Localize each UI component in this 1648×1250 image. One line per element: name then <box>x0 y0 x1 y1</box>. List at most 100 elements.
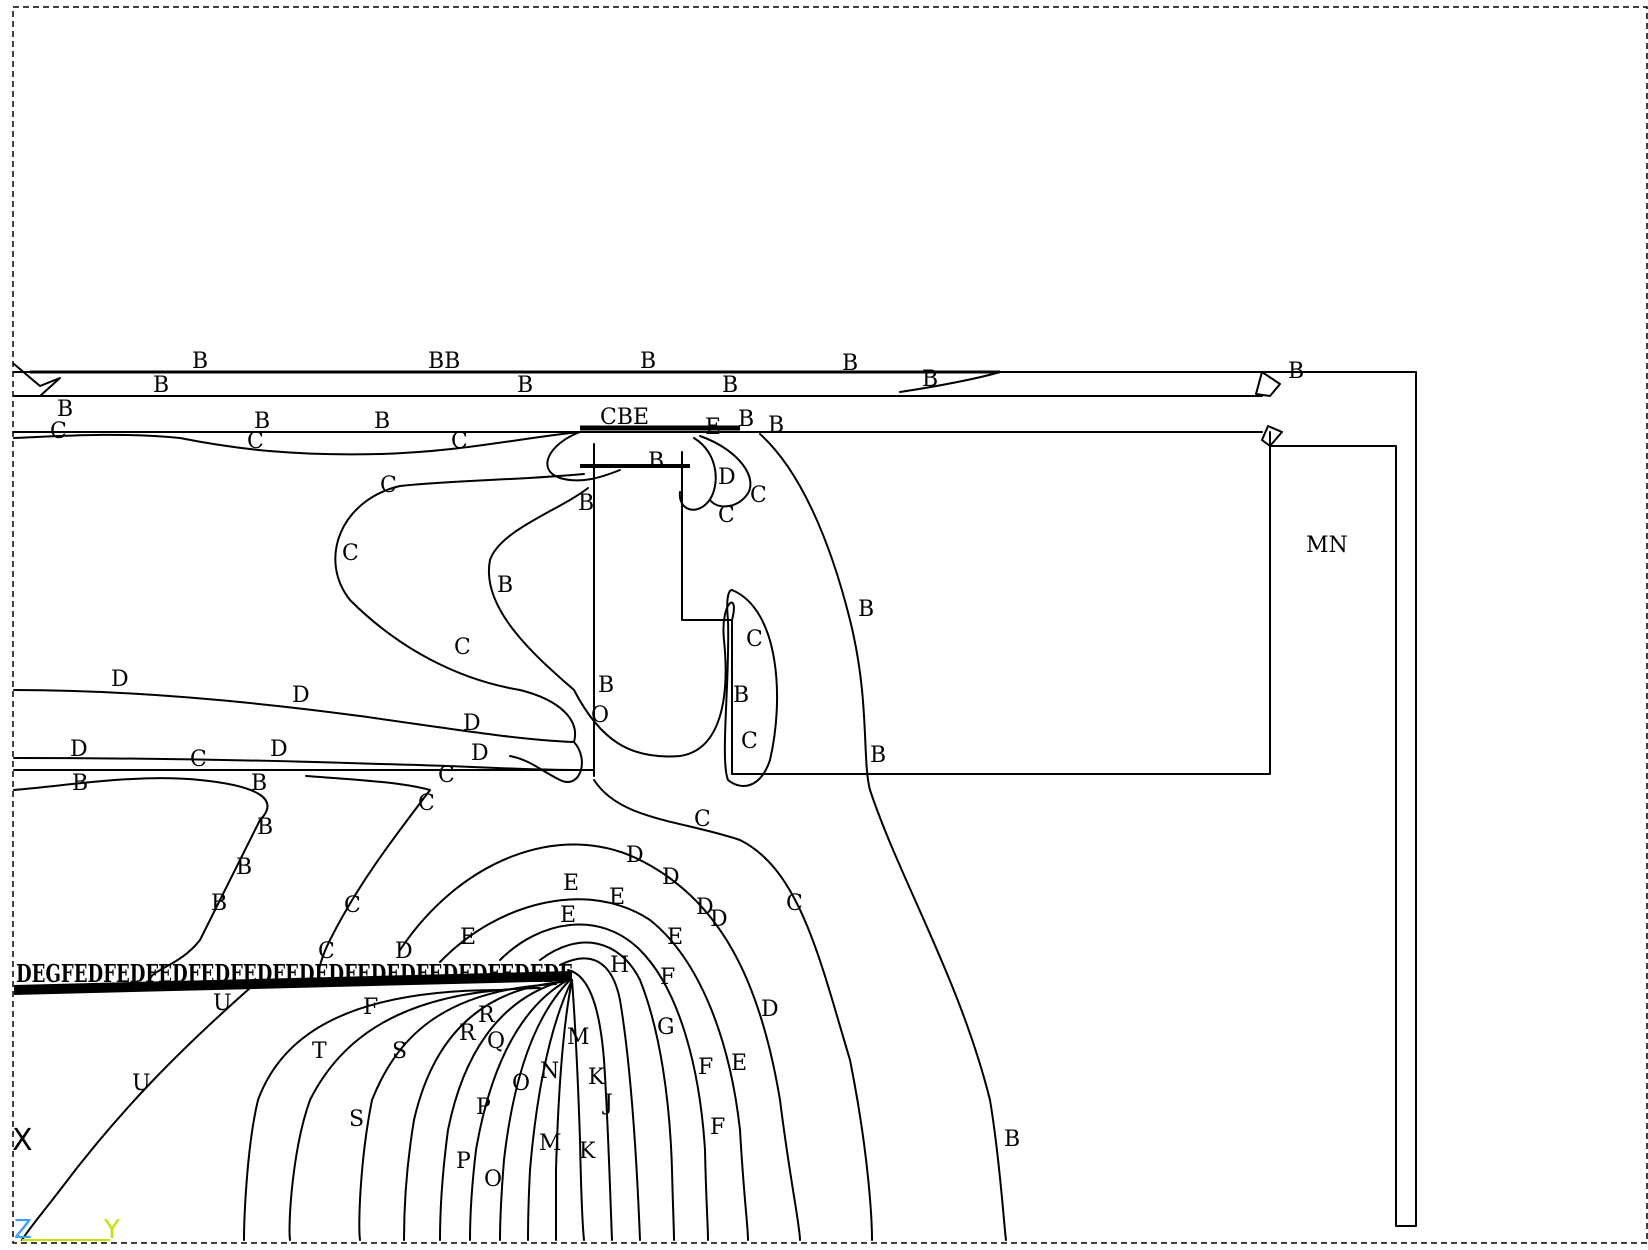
contour-label: C <box>451 429 468 454</box>
contour-label: S <box>392 1039 407 1064</box>
contour-label: D <box>710 907 728 932</box>
contour-label: C <box>50 419 67 444</box>
contour-label: O <box>591 703 609 728</box>
contour-label: B <box>738 407 754 432</box>
triad-z-label: Z <box>14 1215 32 1245</box>
contour-label: C <box>190 747 207 772</box>
contour-label: B <box>257 815 273 840</box>
contour-label: D <box>292 683 310 708</box>
contour-label: C <box>741 729 758 754</box>
contour-label: C <box>418 791 435 816</box>
contour-label: F <box>698 1055 713 1080</box>
contour-label: H <box>610 953 629 978</box>
contour-label: N <box>540 1059 559 1084</box>
contour-label: O <box>512 1071 530 1096</box>
contour-label: B <box>236 855 252 880</box>
contour-label: C <box>344 893 361 918</box>
contour-label: P <box>456 1149 471 1174</box>
contour-label: P <box>476 1095 491 1120</box>
contour-label: M <box>539 1131 562 1156</box>
contour-lines <box>13 371 1007 1241</box>
contour-label: D <box>395 939 413 964</box>
contour-label: C <box>247 429 264 454</box>
contour-label: B <box>1288 359 1304 384</box>
contour-label: R <box>478 1003 496 1028</box>
contour-label: D <box>718 465 736 490</box>
contour-label: C <box>380 473 397 498</box>
contour-label: K <box>588 1065 605 1090</box>
contour-label: D <box>696 895 714 920</box>
contour-label: B <box>1004 1127 1020 1152</box>
contour-label: T <box>312 1039 327 1064</box>
contour-label: E <box>560 903 576 928</box>
contour-label: B <box>578 491 594 516</box>
axis-triad: Z Y X <box>12 1123 120 1245</box>
contour-label: B <box>374 409 390 434</box>
contour-label: J <box>602 1091 613 1116</box>
contour-label: C <box>438 763 455 788</box>
contour-label: C <box>342 541 359 566</box>
contour-label: B <box>254 409 270 434</box>
contour-label: B <box>598 673 614 698</box>
contour-label: B <box>211 891 227 916</box>
contour-label: B <box>722 373 738 398</box>
contour-label: Q <box>487 1029 505 1054</box>
contour-label: BB <box>428 349 460 374</box>
contour-label: E <box>731 1051 747 1076</box>
contour-label: R <box>459 1021 477 1046</box>
contour-label: E <box>705 415 721 440</box>
contour-label: B <box>768 413 784 438</box>
contour-label: D <box>70 737 88 762</box>
contour-label: E <box>667 925 683 950</box>
contour-label: B <box>251 771 267 796</box>
contour-label: B <box>153 373 169 398</box>
triad-x-label: X <box>12 1123 33 1158</box>
contour-label: B <box>640 349 656 374</box>
model-outline <box>13 363 1417 1227</box>
contour-label: MN <box>1306 533 1348 558</box>
contour-label: C <box>454 635 471 660</box>
contour-label: D <box>626 843 644 868</box>
contour-label: D <box>111 667 129 692</box>
contour-label: B <box>870 743 886 768</box>
contour-label: B <box>733 683 749 708</box>
contour-label: C <box>786 891 803 916</box>
contour-label: U <box>132 1071 151 1096</box>
triad-y-label: Y <box>103 1215 120 1245</box>
contour-label: B <box>57 397 73 422</box>
contour-label: D <box>761 997 779 1022</box>
contour-label: B <box>192 349 208 374</box>
contour-label: C <box>318 939 335 964</box>
contour-label: S <box>349 1107 364 1132</box>
contour-label: B <box>517 373 533 398</box>
contour-label: C <box>750 483 767 508</box>
crack-row-labels: DEGFEDFEDFEDFEDFEDFEDEDFEDEDFEDEDFEDEDF <box>16 959 572 988</box>
contour-label: D <box>662 865 680 890</box>
contour-label: U <box>213 991 232 1016</box>
contour-label: B <box>922 367 938 392</box>
contour-label: G <box>657 1015 675 1040</box>
contour-label: C <box>746 627 763 652</box>
contour-label: B <box>842 351 858 376</box>
contour-label: E <box>563 871 579 896</box>
contour-label: K <box>579 1139 596 1164</box>
contour-label: F <box>710 1115 725 1140</box>
contour-label: C <box>718 503 735 528</box>
contour-label: B <box>497 573 513 598</box>
contour-label: M <box>567 1025 590 1050</box>
contour-label: E <box>609 885 625 910</box>
contour-label: C <box>694 807 711 832</box>
contour-label: O <box>484 1167 502 1192</box>
contour-label: CBE <box>600 405 649 430</box>
contour-label: D <box>270 737 288 762</box>
contour-label: E <box>460 925 476 950</box>
contour-label: B <box>858 597 874 622</box>
contour-label: B <box>72 771 88 796</box>
contour-label: B <box>648 449 664 474</box>
contour-label: D <box>463 711 481 736</box>
contour-label: F <box>660 965 675 990</box>
contour-label: F <box>363 995 378 1020</box>
